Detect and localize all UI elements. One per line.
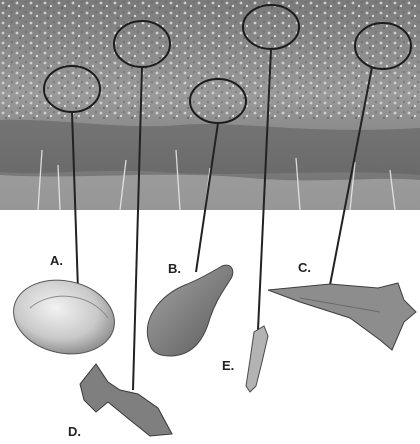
blade-artifact-c (268, 283, 416, 350)
gravel-layer (0, 0, 420, 120)
bone-artifact-e (246, 326, 268, 392)
stone-artifact-b (147, 265, 232, 356)
label-d: D. (68, 424, 81, 439)
label-a: A. (50, 253, 63, 268)
arrowhead-artifact-d (80, 364, 172, 436)
label-b: B. (168, 261, 181, 276)
label-c: C. (298, 260, 311, 275)
shell-artifact-a (7, 271, 122, 363)
label-e: E. (222, 358, 234, 373)
artifacts (7, 265, 416, 436)
